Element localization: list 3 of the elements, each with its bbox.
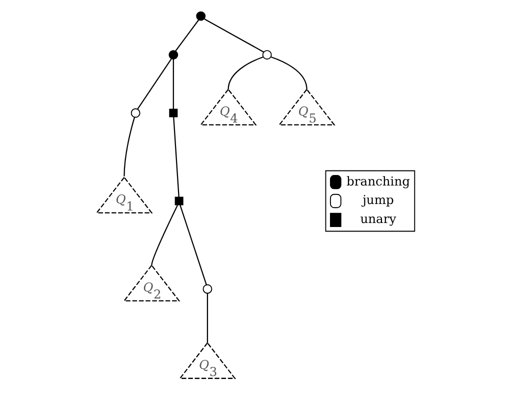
legend-label: unary bbox=[360, 212, 396, 226]
legend-label: branching bbox=[346, 174, 410, 188]
legend-label: jump bbox=[362, 193, 394, 208]
